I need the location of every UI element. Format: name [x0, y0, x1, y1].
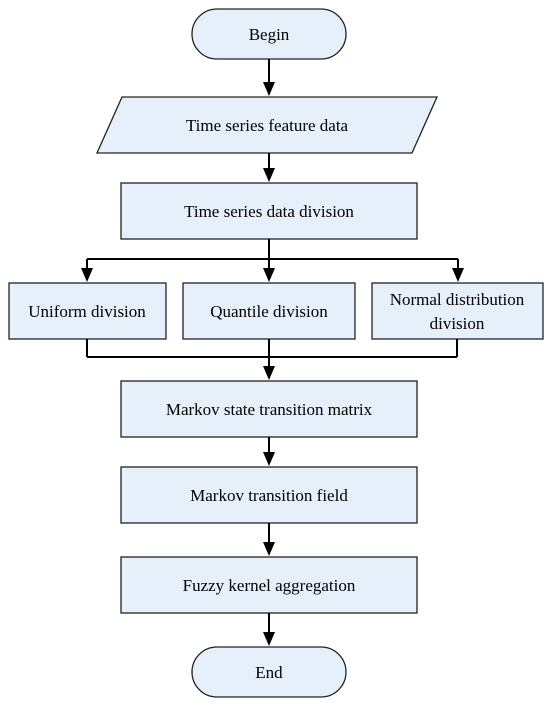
edge-field-to-aggregation [263, 523, 275, 556]
edge-matrix-to-field [263, 437, 275, 466]
uniform-division-node: Uniform division [8, 282, 167, 340]
quantile-division-node: Quantile division [182, 282, 356, 340]
begin-label: Begin [249, 25, 290, 44]
edge-feature-to-division [263, 153, 275, 182]
data-division-label: Time series data division [184, 202, 354, 221]
feature-data-node: Time series feature data [95, 96, 439, 154]
state-matrix-label: Markov state transition matrix [166, 400, 373, 419]
edge-merge-to-matrix [86, 339, 458, 380]
transition-field-label: Markov transition field [190, 486, 348, 505]
end-node: End [191, 646, 347, 698]
begin-node: Begin [191, 8, 347, 60]
state-matrix-node: Markov state transition matrix [120, 380, 418, 438]
normal-distribution-label-line1: Normal distribution [390, 290, 525, 309]
end-label: End [255, 663, 283, 682]
quantile-division-label: Quantile division [210, 302, 328, 321]
kernel-aggregation-label: Fuzzy kernel aggregation [183, 576, 356, 595]
normal-distribution-division-node: Normal distribution division [371, 282, 544, 340]
edge-division-branch [81, 239, 464, 282]
feature-data-label: Time series feature data [186, 116, 349, 135]
kernel-aggregation-node: Fuzzy kernel aggregation [120, 556, 418, 614]
uniform-division-label: Uniform division [28, 302, 146, 321]
data-division-node: Time series data division [120, 182, 418, 240]
edge-aggregation-to-end [263, 613, 275, 646]
edge-begin-to-feature [263, 59, 275, 96]
transition-field-node: Markov transition field [120, 466, 418, 524]
normal-distribution-label-line2: division [430, 314, 485, 333]
